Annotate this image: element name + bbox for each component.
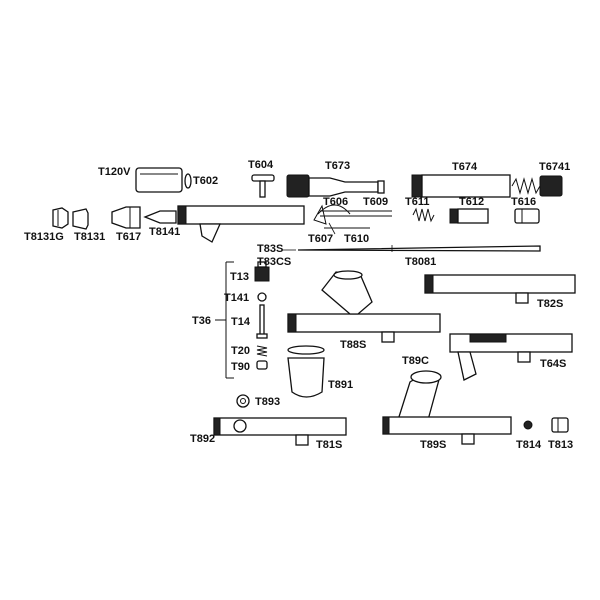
part-nozzle-T8141 — [143, 210, 177, 224]
label-T891: T891 — [328, 379, 353, 391]
label-T83CS: T83CS — [257, 256, 291, 268]
part-nozzlecap-T617 — [111, 206, 141, 229]
part-cup-T89C — [397, 370, 442, 421]
part-oring-T602 — [184, 173, 192, 189]
part-spring-T20 — [256, 345, 268, 357]
part-body-shell — [177, 205, 305, 243]
part-connector-T673 — [286, 174, 385, 198]
label-T604: T604 — [248, 159, 274, 171]
part-guide-T612 — [449, 208, 489, 224]
label-T6741: T6741 — [539, 161, 570, 173]
label-T36: T36 — [192, 315, 211, 327]
label-T674: T674 — [452, 161, 478, 173]
label-T120V: T120V — [98, 166, 131, 178]
label-T610: T610 — [344, 233, 369, 245]
label-T8081: T8081 — [405, 256, 436, 268]
part-needle-T8081 — [297, 245, 541, 252]
label-T88S: T88S — [340, 339, 366, 351]
label-T602: T602 — [193, 175, 218, 187]
part-tube-T674 — [411, 174, 511, 198]
label-T8131: T8131 — [74, 231, 105, 243]
label-T612: T612 — [459, 196, 484, 208]
part-trigger-assembly — [313, 204, 392, 229]
part-ring-T893 — [236, 394, 250, 408]
label-T81S: T81S — [316, 439, 342, 451]
label-T606: T606 — [323, 196, 348, 208]
label-T20: T20 — [231, 345, 250, 357]
label-T892: T892 — [190, 433, 215, 445]
label-T64S: T64S — [540, 358, 566, 370]
part-cap-T8131G — [52, 207, 69, 229]
label-T617: T617 — [116, 231, 141, 243]
part-body-T88S — [287, 270, 441, 343]
label-T814: T814 — [516, 439, 542, 451]
part-cap-T90 — [256, 360, 268, 370]
label-T14: T14 — [231, 316, 251, 328]
part-body-T82S — [424, 274, 576, 304]
label-T607: T607 — [308, 233, 333, 245]
label-T90: T90 — [231, 361, 250, 373]
part-body-T64S — [449, 333, 573, 381]
label-T8131G: T8131G — [24, 231, 64, 243]
part-stem-T14 — [256, 304, 268, 339]
label-T813: T813 — [548, 439, 573, 451]
label-T673: T673 — [325, 160, 350, 172]
label-T141: T141 — [224, 292, 249, 304]
part-nut-T616 — [514, 208, 540, 224]
part-oring-T814 — [523, 420, 533, 430]
leader-lines — [282, 222, 393, 252]
part-spring-T6741 — [511, 175, 563, 197]
label-T616: T616 — [511, 196, 536, 208]
label-T82S: T82S — [537, 298, 563, 310]
label-T89S: T89S — [420, 439, 446, 451]
label-T89C: T89C — [402, 355, 429, 367]
label-T893: T893 — [255, 396, 280, 408]
part-cap-T8131 — [72, 208, 89, 230]
label-T83S: T83S — [257, 243, 283, 255]
part-valve-T13 — [254, 261, 270, 282]
part-spring-T611 — [412, 207, 435, 223]
label-T13: T13 — [230, 271, 249, 283]
label-T609: T609 — [363, 196, 388, 208]
part-washer-T141 — [257, 292, 267, 302]
kit-bracket-T36 — [215, 261, 234, 379]
label-T611: T611 — [405, 196, 429, 208]
part-body-T81S — [213, 417, 347, 446]
part-body-T89S — [382, 416, 512, 445]
part-fitting-T813 — [551, 417, 569, 433]
label-T8141: T8141 — [149, 226, 180, 238]
part-handle-T120V — [135, 167, 183, 193]
part-cup-T891 — [287, 345, 325, 398]
part-lever-T604 — [251, 174, 275, 198]
